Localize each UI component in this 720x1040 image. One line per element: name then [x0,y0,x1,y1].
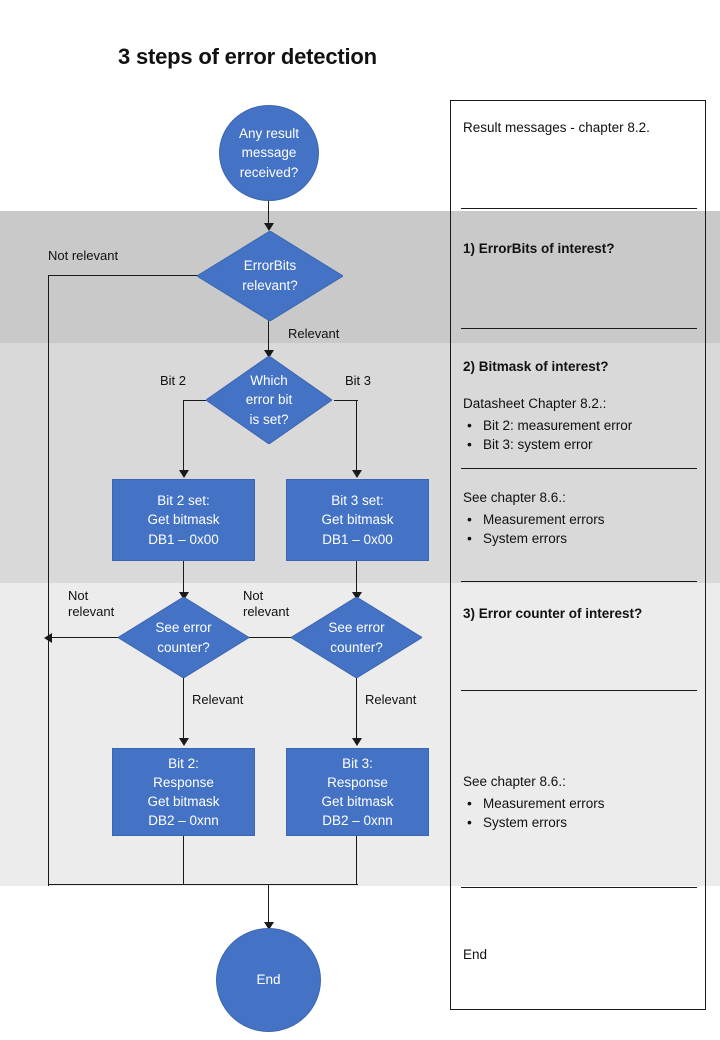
panel-counter-chapter-text: See chapter 8.6.: [463,774,566,789]
arrowhead-which-bit [264,350,274,358]
arrowhead-end [264,922,274,930]
arrowhead-bit3-response [352,738,362,746]
arrowhead-bit2-response [179,738,189,746]
panel-section-errorbits: 1) ErrorBits of interest? [451,241,705,258]
list-item: Bit 3: system error [463,434,693,455]
panel-counter-chapter-list: Measurement errors System errors [463,793,693,833]
edge-label-counter2-relevant: Relevant [192,692,244,707]
connector-counter3-not-relevant [249,637,293,639]
arrowhead-errorbits [264,223,274,231]
connector-which-bit-right-v [356,400,358,472]
info-panel: Result messages - chapter 8.2. 1) ErrorB… [450,100,706,1010]
connector-bottom-bus [48,884,358,886]
connector-errorbits-to-which-bit [268,320,270,354]
panel-end-text: End [463,947,488,962]
panel-section-end: End [451,946,705,965]
arrowhead-bit3-bitmask [352,470,362,478]
connector-which-bit-left-v [183,400,185,472]
diamond-shape-icon [118,597,249,678]
list-item: Measurement errors [463,509,693,530]
connector-bit3-response-down [356,836,358,885]
panel-bitmask-heading: 2) Bitmask of interest? [463,359,609,374]
panel-bitmask-chapter-list: Measurement errors System errors [463,509,693,549]
panel-section-result-messages: Result messages - chapter 8.2. [451,119,705,138]
edge-label-errorbits-not-relevant: Not relevant [48,248,119,263]
node-end[interactable]: End [216,928,321,1032]
connector-bit2-response-down [183,836,185,885]
connector-which-bit-left-h [183,400,206,402]
panel-section-bitmask-chapter: See chapter 8.6.: Measurement errors Sys… [451,489,705,549]
connector-bit2-to-counter [183,561,185,597]
panel-divider-4 [461,581,697,582]
list-item: Measurement errors [463,793,693,814]
arrowhead-bit2-bitmask [179,470,189,478]
connector-bit3-to-counter [356,561,358,597]
panel-bitmask-chapter-text: See chapter 8.6.: [463,490,566,505]
panel-divider-2 [461,328,697,329]
step-band-errorbits [0,211,720,343]
connector-which-bit-right-h [334,400,358,402]
panel-error-counter-heading: 3) Error counter of interest? [463,606,643,621]
panel-divider-6 [461,887,697,888]
panel-bitmask-datasheet-list: Bit 2: measurement error Bit 3: system e… [463,415,693,455]
panel-section-error-counter: 3) Error counter of interest? [451,606,705,623]
panel-section-bitmask: 2) Bitmask of interest? Datasheet Chapte… [451,359,705,455]
panel-divider-3 [461,468,697,469]
diamond-shape-icon [291,597,422,678]
panel-section-counter-chapter: See chapter 8.6.: Measurement errors Sys… [451,773,705,833]
edge-label-which-bit-right: Bit 3 [345,373,372,388]
connector-counter3-relevant [356,678,358,743]
page-title: 3 steps of error detection [118,44,377,69]
edge-label-counter3-relevant: Relevant [365,692,417,707]
connector-counter2-relevant [183,678,185,743]
connector-bus-to-end [268,884,270,925]
panel-bitmask-datasheet-text: Datasheet Chapter 8.2.: [463,395,607,411]
diamond-shape-icon [197,231,343,321]
connector-errorbits-not-relevant-v [48,275,50,886]
connector-errorbits-not-relevant-h [48,275,198,277]
arrowhead-counter-bit2 [179,592,189,600]
connector-start-to-errorbits [268,200,270,225]
panel-divider-5 [461,690,697,691]
panel-errorbits-heading: 1) ErrorBits of interest? [463,241,615,256]
list-item: System errors [463,812,693,833]
diamond-shape-icon [206,356,332,444]
panel-divider-1 [461,208,697,209]
list-item: System errors [463,528,693,549]
panel-result-messages-text: Result messages - chapter 8.2. [463,120,650,135]
arrowhead-feedback-left [44,633,52,643]
edge-label-which-bit-left: Bit 2 [160,373,187,388]
arrowhead-counter-bit3 [352,592,362,600]
list-item: Bit 2: measurement error [463,415,693,436]
edge-label-errorbits-relevant: Relevant [288,326,340,341]
connector-counter2-not-relevant [48,637,118,639]
